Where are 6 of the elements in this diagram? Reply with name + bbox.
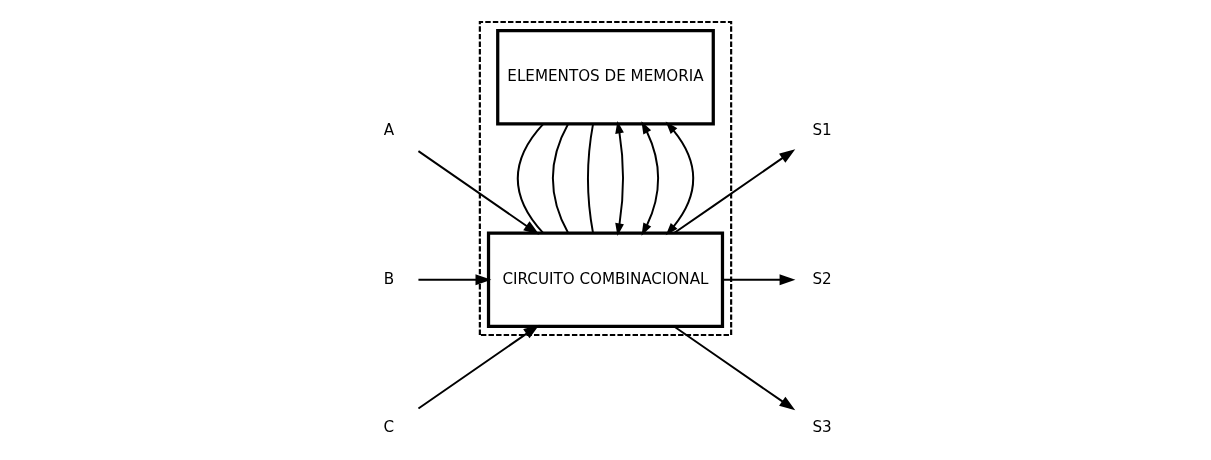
node-text: S3 [812,417,832,436]
node-text: A [383,120,395,139]
node-text: C [383,417,395,436]
node-text: B [383,269,395,288]
node-text: S1 [812,120,832,139]
node-text: S2 [812,269,832,288]
